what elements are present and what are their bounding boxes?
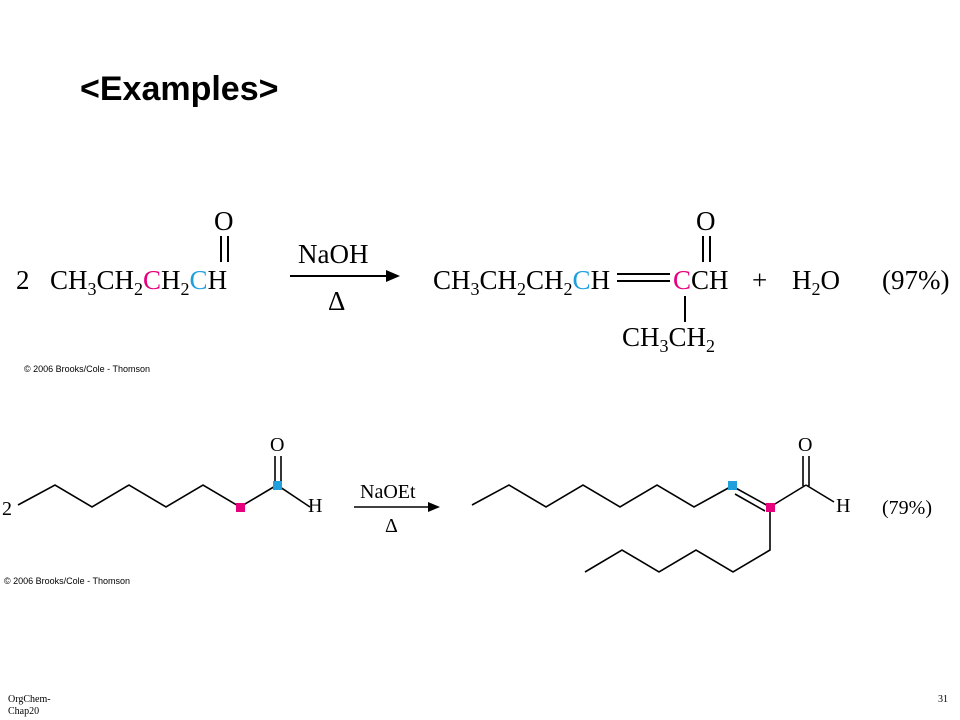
footer-course-line2: Chap20 (8, 706, 40, 717)
r1-reactant: CH3CH2CH2CH (50, 265, 227, 299)
r1-reagent: NaOH (298, 239, 368, 269)
r1-yield: (97%) (882, 265, 949, 295)
reaction-1: 2 CH3CH2CH2CH O NaOH Δ CH3CH2CH2CH CCH O… (16, 206, 949, 356)
r2-product-c-cho (769, 484, 807, 508)
r1-arrowhead (386, 270, 400, 282)
r1-reactant-oxygen: O (214, 206, 234, 236)
r1-coefficient: 2 (16, 265, 30, 295)
r2-reactant-oxygen: O (270, 434, 284, 456)
r2-coefficient: 2 (2, 498, 12, 520)
r2-reactant-carbonyl-marker (273, 481, 282, 490)
r2-product-cc-a (731, 485, 771, 508)
r1-product-oxygen: O (696, 206, 716, 236)
r1-plus: + (752, 265, 767, 295)
r2-product-alpha-marker (766, 503, 775, 512)
r2-product-carbonyl-origin-marker (728, 481, 737, 490)
r1-product-ethyl: CH3CH2 (622, 322, 715, 356)
r2-reactant-alpha-marker (236, 503, 245, 512)
r2-arrowhead (428, 502, 440, 512)
r1-water: H2O (792, 265, 840, 299)
footer-course-line1: OrgChem- (8, 694, 51, 705)
r2-product-cc-b (734, 493, 766, 512)
reaction-2: 2 O H NaOEt Δ O H (79%) (2, 434, 932, 573)
r1-product-tail: CCH (673, 265, 729, 295)
r2-product-chain (471, 484, 733, 508)
slide-title: <Examples> (80, 70, 279, 108)
r1-condition: Δ (328, 286, 345, 316)
r2-copyright: © 2006 Brooks/Cole - Thomson (4, 576, 131, 586)
r2-product-h: H (836, 495, 850, 517)
r2-product-branch (584, 507, 771, 573)
r2-yield: (79%) (882, 497, 932, 519)
r2-reagent: NaOEt (360, 481, 416, 503)
r1-product: CH3CH2CH2CH (433, 265, 610, 299)
r2-product-oxygen: O (798, 434, 812, 456)
r1-copyright: © 2006 Brooks/Cole - Thomson (24, 364, 151, 374)
r2-product-ch-bond (805, 484, 835, 503)
footer-course: OrgChem- Chap20 (8, 694, 51, 718)
page-number: 31 (938, 694, 948, 705)
r2-condition: Δ (385, 515, 398, 537)
r2-reactant-h: H (308, 495, 322, 517)
r2-reactant-chain (17, 484, 311, 508)
